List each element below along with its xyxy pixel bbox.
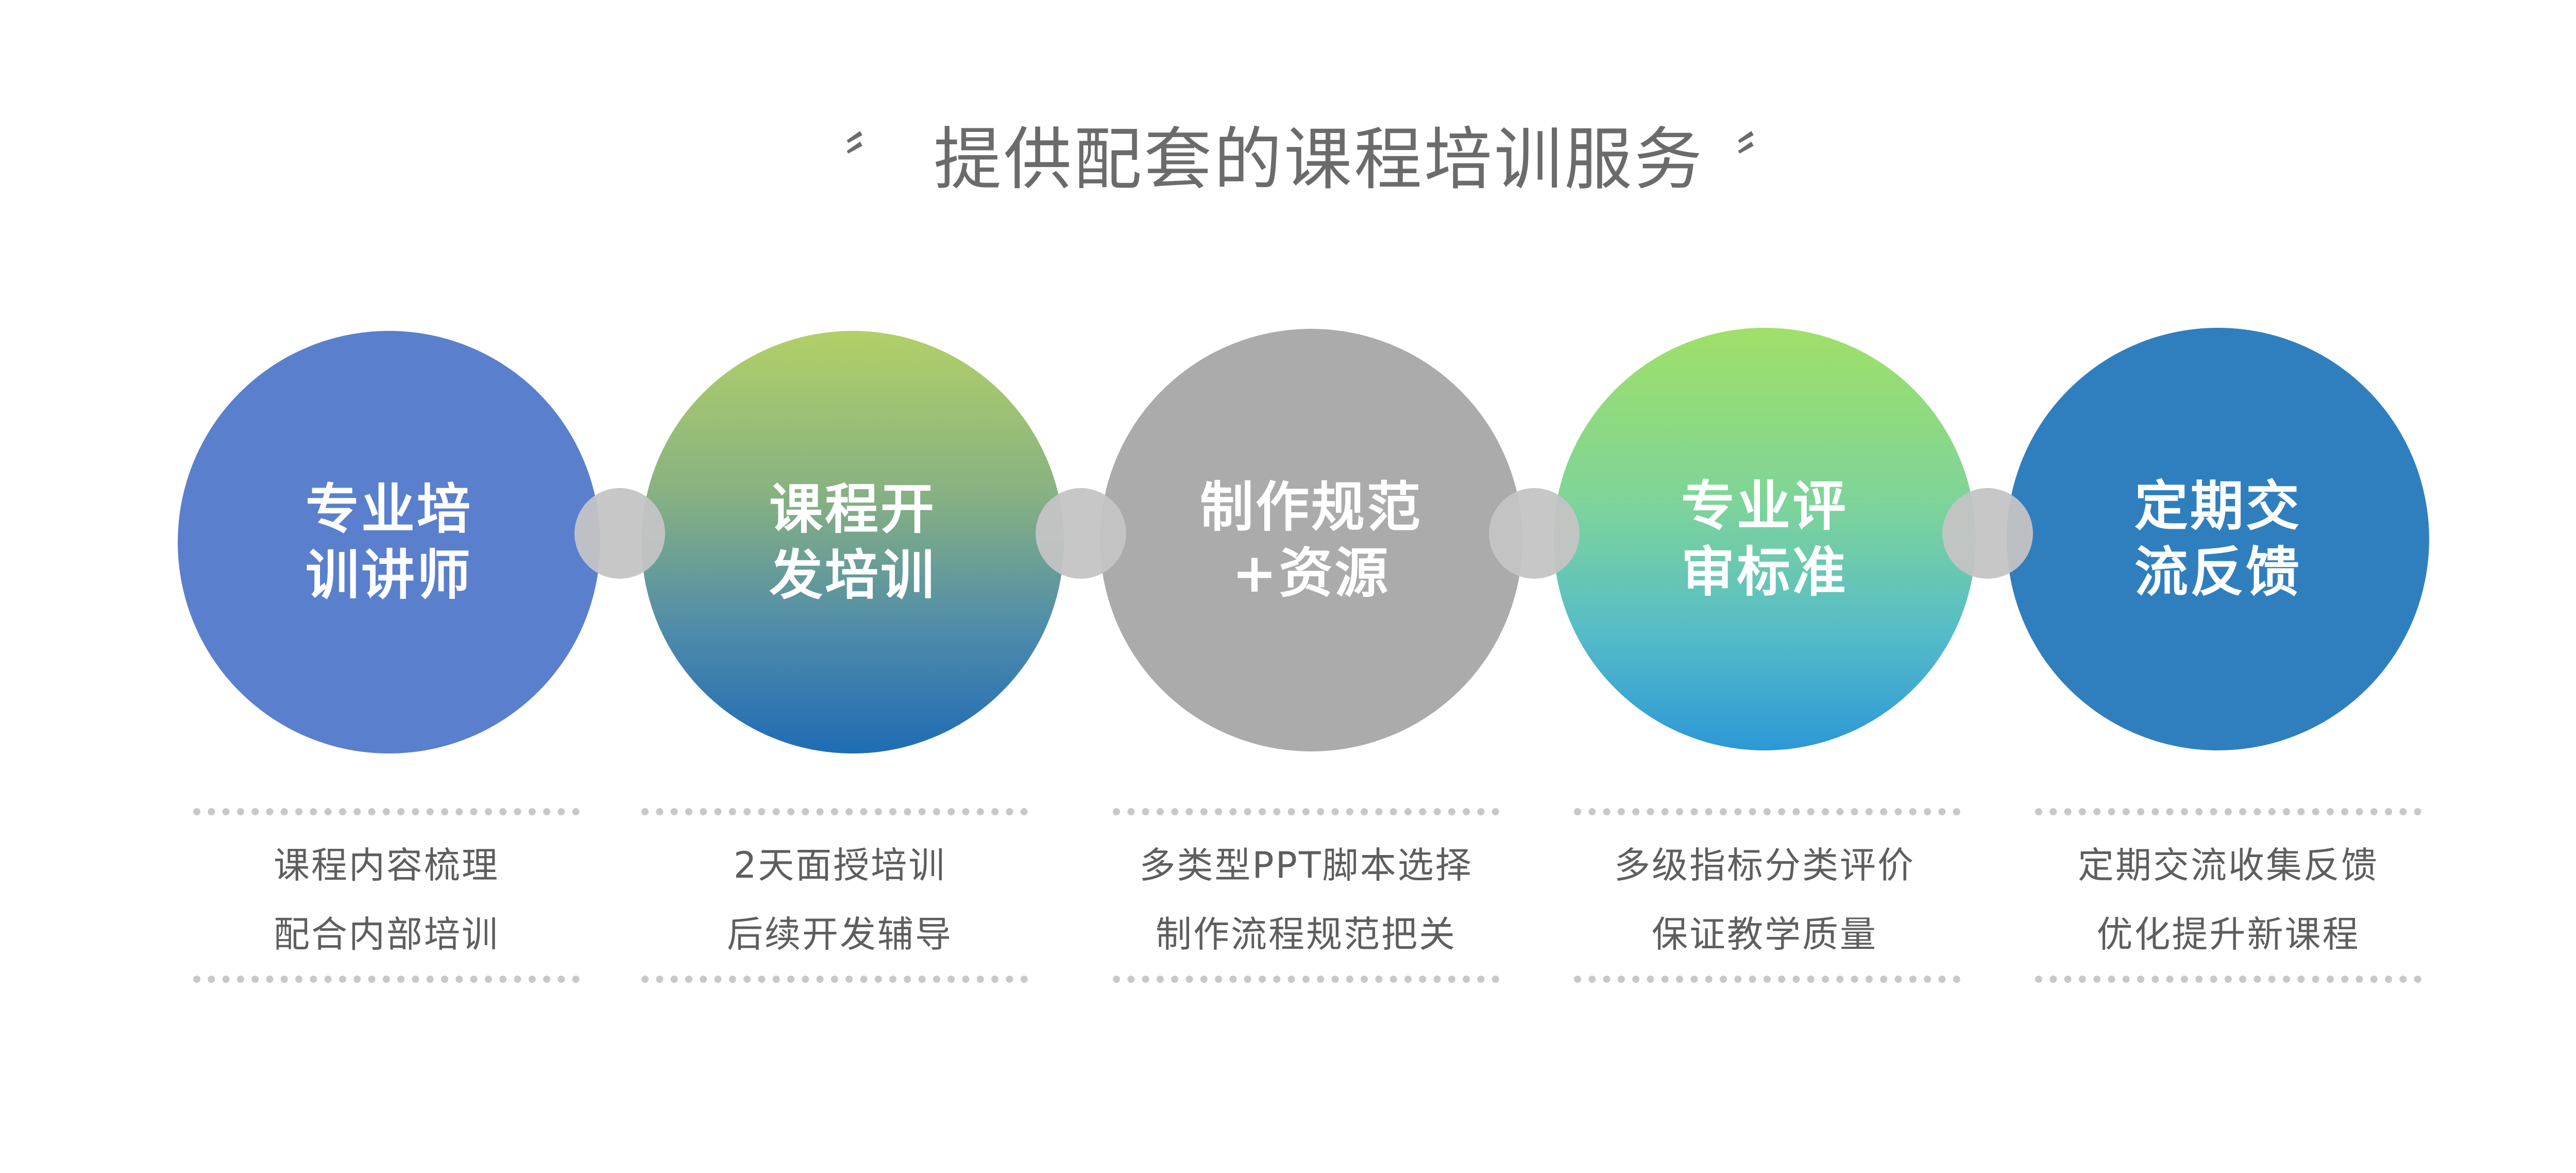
step-label-2: 课程开 发培训: [769, 478, 936, 607]
step-3-line-1: 多类型PPT脚本选择: [1139, 844, 1473, 886]
step-1-line-2: 配合内部培训: [274, 913, 499, 956]
step-5-line-1: 定期交流收集反馈: [2078, 844, 2379, 886]
step-description-5: 定期交流收集反馈 优化提升新课程: [2032, 831, 2424, 969]
page-title-text: 提供配套的课程培训服务: [934, 120, 1704, 199]
step-3-line-2: 制作流程规范把关: [1156, 913, 1456, 956]
step-1-line-1: 课程内容梳理: [274, 844, 499, 886]
divider-bottom-4: [1574, 976, 1960, 983]
step-label-4: 专业评 审标准: [1681, 475, 1848, 604]
connector-4-5: [1942, 488, 2033, 579]
step-circle-4: 专业评 审标准: [1553, 328, 1976, 750]
step-4-line-2: 保证教学质量: [1652, 913, 1877, 956]
divider-bottom-1: [193, 976, 580, 983]
divider-top-3: [1113, 808, 1499, 815]
step-5-line-2: 优化提升新课程: [2096, 913, 2360, 956]
step-circle-1: 专业培 训讲师: [178, 331, 600, 753]
step-label-3: 制作规范 +资源: [1199, 476, 1422, 605]
divider-top-2: [641, 808, 1028, 815]
divider-bottom-2: [641, 976, 1028, 983]
divider-top-5: [2035, 808, 2421, 815]
connector-3-4: [1489, 488, 1580, 579]
page-title: 〞提供配套的课程培训服务〞: [0, 116, 2576, 204]
divider-bottom-3: [1113, 976, 1499, 983]
step-description-2: 2天面授培训 后续开发辅导: [644, 831, 1036, 969]
step-label-5: 定期交 流反馈: [2134, 475, 2301, 604]
step-circle-5: 定期交 流反馈: [2007, 328, 2429, 750]
connector-2-3: [1036, 488, 1126, 579]
step-circle-2: 课程开 发培训: [641, 331, 1064, 753]
step-description-1: 课程内容梳理 配合内部培训: [191, 831, 582, 969]
step-4-line-1: 多级指标分类评价: [1614, 844, 1915, 886]
step-circle-3: 制作规范 +资源: [1100, 329, 1522, 751]
divider-top-4: [1574, 808, 1960, 815]
close-quote-mark: 〞: [1735, 127, 1794, 193]
divider-bottom-5: [2035, 976, 2421, 983]
step-description-3: 多类型PPT脚本选择 制作流程规范把关: [1110, 831, 1502, 969]
divider-top-1: [193, 808, 580, 815]
step-description-4: 多级指标分类评价 保证教学质量: [1569, 831, 1960, 969]
connector-1-2: [574, 488, 665, 579]
step-2-line-2: 后续开发辅导: [727, 913, 953, 956]
step-label-1: 专业培 训讲师: [305, 478, 472, 607]
step-2-line-1: 2天面授培训: [733, 844, 946, 886]
open-quote-mark: 〞: [844, 127, 903, 193]
